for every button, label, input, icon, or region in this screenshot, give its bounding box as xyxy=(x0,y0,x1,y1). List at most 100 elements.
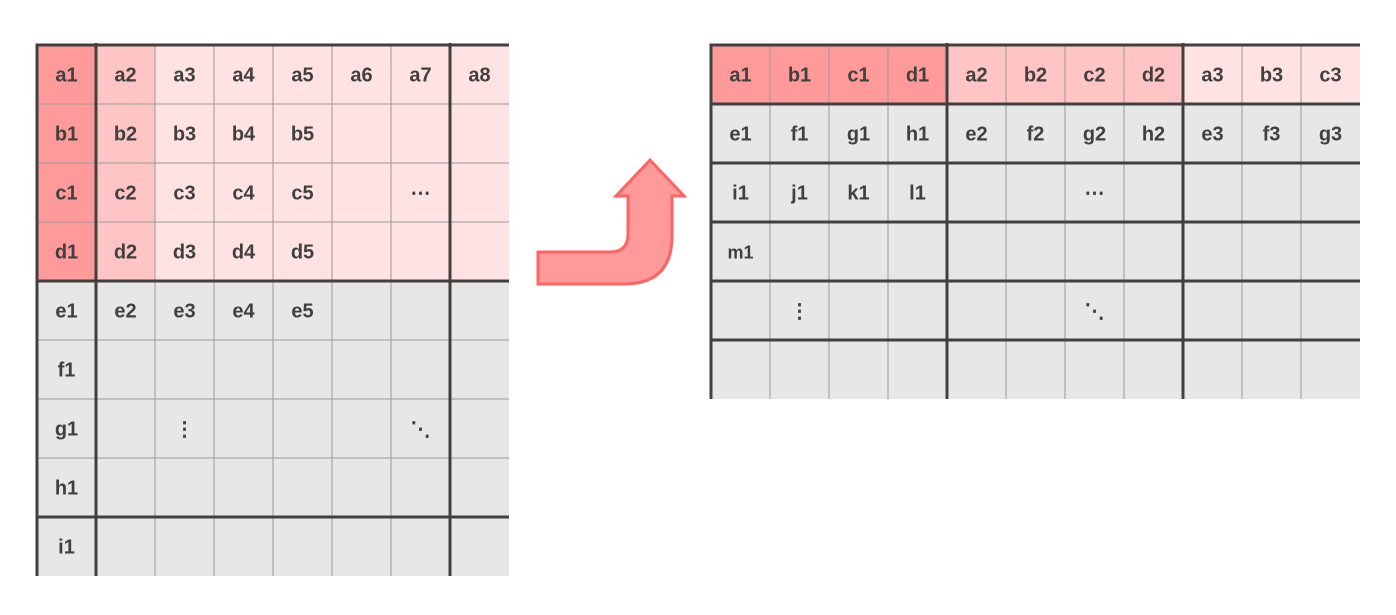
left_grid-cell xyxy=(450,517,509,576)
right_grid-cell xyxy=(1242,45,1301,104)
left_grid-cell xyxy=(391,104,450,163)
cell-label: d1 xyxy=(906,65,929,87)
right_grid-cell xyxy=(829,340,888,399)
left_grid-cell xyxy=(332,399,391,458)
right_grid-cell xyxy=(1006,45,1065,104)
cell-label: g2 xyxy=(1083,124,1106,146)
left_grid-cell xyxy=(37,458,96,517)
right_grid-cell xyxy=(711,163,770,222)
cell-label: c5 xyxy=(291,183,313,205)
left_grid-cell xyxy=(450,399,509,458)
cell-label: c3 xyxy=(1319,65,1341,87)
right_grid-cell xyxy=(1124,222,1183,281)
left_grid-cell xyxy=(155,45,214,104)
cell-label: a2 xyxy=(965,65,987,87)
left_grid-cell xyxy=(96,222,155,281)
cell-label: a5 xyxy=(291,65,313,87)
cell-label: l1 xyxy=(909,183,926,205)
left_grid-cell xyxy=(155,458,214,517)
left_grid-cell xyxy=(37,399,96,458)
cell-label: h2 xyxy=(1142,124,1165,146)
left_grid-cell xyxy=(214,104,273,163)
cell-label: a7 xyxy=(409,65,431,87)
right_grid-cell xyxy=(829,163,888,222)
cell-label: ⋮ xyxy=(175,419,195,441)
left_grid-cell xyxy=(155,399,214,458)
left_grid-cell xyxy=(96,517,155,576)
right_grid-cell xyxy=(1124,163,1183,222)
cell-label: e3 xyxy=(173,301,195,323)
right_grid-cell xyxy=(888,222,947,281)
cell-label: d2 xyxy=(114,242,137,264)
left_grid-cell xyxy=(155,222,214,281)
left_grid-cell xyxy=(155,281,214,340)
cell-label: d4 xyxy=(232,242,256,264)
cell-label: e2 xyxy=(965,124,987,146)
right_grid-cell xyxy=(770,45,829,104)
right_grid-cell xyxy=(1183,340,1242,399)
right_grid-cell xyxy=(1242,281,1301,340)
left_grid-cell xyxy=(391,163,450,222)
right_grid-cell xyxy=(770,104,829,163)
right_grid-cell xyxy=(829,45,888,104)
cell-label: ⋱ xyxy=(1085,301,1105,323)
cell-label: i1 xyxy=(732,183,749,205)
right_grid-cell xyxy=(1242,222,1301,281)
right_grid-cell xyxy=(1183,222,1242,281)
cell-label: d2 xyxy=(1142,65,1165,87)
cell-label: b1 xyxy=(55,124,78,146)
cell-label: ⋯ xyxy=(1085,183,1105,205)
cell-label: b5 xyxy=(291,124,314,146)
cell-label: c1 xyxy=(847,65,869,87)
right_grid-cell xyxy=(1124,281,1183,340)
right_grid-cell xyxy=(1065,340,1124,399)
cell-label: g3 xyxy=(1319,124,1342,146)
right_grid-cell xyxy=(1242,340,1301,399)
cell-label: f1 xyxy=(58,360,76,382)
right_grid-cell xyxy=(770,163,829,222)
left_grid-cell xyxy=(391,281,450,340)
left_grid-cell xyxy=(391,222,450,281)
left_grid-cell xyxy=(155,104,214,163)
left_grid-cell xyxy=(391,399,450,458)
cell-label: e1 xyxy=(55,301,77,323)
left_grid-cell xyxy=(332,104,391,163)
right_grid-cell xyxy=(1006,222,1065,281)
right_grid-cell xyxy=(829,281,888,340)
right_grid-cell xyxy=(1006,163,1065,222)
left_grid-cell xyxy=(214,163,273,222)
right_grid-cell xyxy=(1183,163,1242,222)
right_grid-cell xyxy=(770,222,829,281)
left_grid-cell xyxy=(37,340,96,399)
left_grid-cell xyxy=(37,281,96,340)
cell-label: i1 xyxy=(58,537,75,559)
left_grid-cell xyxy=(450,104,509,163)
left_grid-cell xyxy=(155,517,214,576)
left_grid-cell xyxy=(273,340,332,399)
cell-label: a4 xyxy=(232,65,255,87)
left_grid-cell xyxy=(332,163,391,222)
right_grid-cell xyxy=(888,104,947,163)
left_grid-cell xyxy=(450,163,509,222)
left_grid-cell xyxy=(273,517,332,576)
cell-label: ⋱ xyxy=(411,419,431,441)
left_grid-cell xyxy=(37,163,96,222)
left_grid-cell xyxy=(450,458,509,517)
cell-label: c1 xyxy=(55,183,77,205)
cell-label: h1 xyxy=(55,478,78,500)
right_grid-cell xyxy=(947,45,1006,104)
left_grid-cell xyxy=(332,340,391,399)
right_grid-cell xyxy=(1242,104,1301,163)
right_grid-cell xyxy=(947,104,1006,163)
right_grid-cell xyxy=(1065,104,1124,163)
cell-label: a8 xyxy=(468,65,490,87)
cell-label: a1 xyxy=(55,65,77,87)
left_grid-cell xyxy=(450,222,509,281)
left_grid-cell xyxy=(391,458,450,517)
left_grid-cell xyxy=(391,517,450,576)
cell-label: e1 xyxy=(729,124,751,146)
right_grid-cell xyxy=(770,281,829,340)
cell-label: b3 xyxy=(1260,65,1283,87)
